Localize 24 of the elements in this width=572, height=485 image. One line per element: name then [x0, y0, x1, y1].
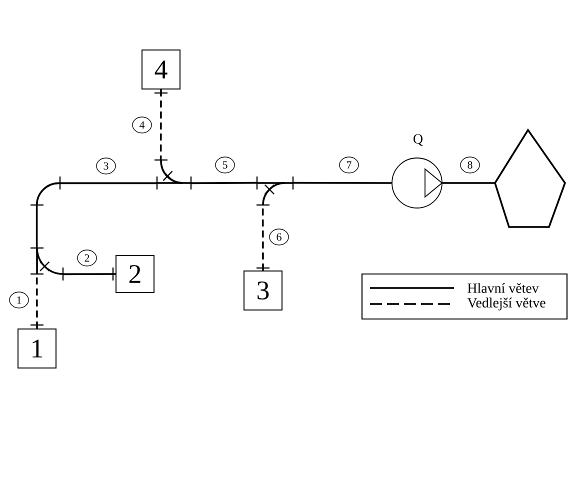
legend-text: Hlavní větev	[468, 283, 539, 293]
numbered-box: 1	[18, 328, 56, 368]
pipe-line	[36, 182, 157, 248]
numbered-box: 3	[244, 270, 282, 310]
pipe-line	[442, 182, 495, 184]
tee-fitting	[36, 248, 64, 275]
section-number: 8	[460, 156, 480, 174]
section-number: 1	[9, 292, 29, 308]
flow-label: Q	[414, 134, 423, 146]
pipe-line	[160, 90, 162, 160]
section-number: 5	[215, 156, 235, 174]
section-number: 2	[77, 250, 97, 266]
tee-fitting	[257, 182, 293, 206]
pipe-line	[191, 182, 257, 184]
section-number: 3	[96, 158, 116, 174]
section-number: 6	[269, 228, 289, 246]
numbered-box: 2	[116, 255, 154, 293]
legend-text: Vedlejší větve	[467, 298, 546, 310]
section-number: 4	[132, 116, 152, 134]
numbered-box: 4	[142, 50, 180, 90]
pipe-line	[63, 273, 116, 276]
pipe-line	[293, 182, 392, 184]
section-number: 7	[339, 156, 359, 174]
tee-fitting	[157, 160, 191, 184]
